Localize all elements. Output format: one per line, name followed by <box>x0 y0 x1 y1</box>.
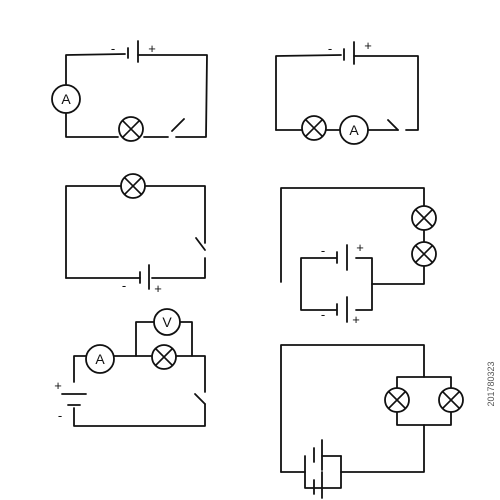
circuit-5-voltmeter-label: V <box>162 314 172 330</box>
circuit-2-switch <box>387 119 399 131</box>
circuit-6 <box>280 344 464 499</box>
circuit-3-plus-label: + <box>154 281 162 296</box>
circuit-5-minus-label: - <box>58 408 62 423</box>
circuit-5-plus-label: + <box>54 378 62 393</box>
circuit-4-battery-a-minus-label: - <box>321 243 325 258</box>
circuit-5-wire-bottom <box>73 403 206 427</box>
circuit-2-plus-label: + <box>364 38 372 53</box>
circuit-2-minus-label: - <box>328 41 332 56</box>
stock-id: 201780323 <box>486 361 496 406</box>
circuit-1-plus-label: + <box>148 41 156 56</box>
circuit-4-bulb-lower-cross <box>415 245 433 263</box>
circuit-2: A - + <box>275 38 419 145</box>
circuit-6-bulb-right-cross <box>442 391 460 409</box>
circuit-3-wire-top <box>65 185 206 279</box>
circuit-1: A - + <box>51 40 208 142</box>
circuit-5-wire-left <box>73 355 87 383</box>
circuit-1-wire-top-left <box>65 53 126 85</box>
circuit-6-wire-outer <box>280 344 425 473</box>
circuit-1-switch <box>171 118 185 132</box>
circuit-1-wire-top-right <box>137 54 208 138</box>
circuit-4-battery-b-minus-label: - <box>321 307 325 322</box>
circuit-5-switch <box>194 393 206 405</box>
circuit-5-ammeter-label: A <box>95 351 105 367</box>
circuit-2-ammeter <box>339 115 369 145</box>
circuit-3-minus-label: - <box>122 278 126 293</box>
circuit-2-bulb-cross <box>305 119 323 137</box>
circuit-6-battery-link <box>280 455 342 473</box>
circuit-1-ammeter <box>51 84 81 114</box>
circuit-1-ammeter-label: A <box>61 91 71 107</box>
circuit-4-battery-b-plus-label: + <box>352 312 360 327</box>
circuit-4-bulb-upper-cross <box>415 209 433 227</box>
circuit-2-ammeter-label: A <box>349 122 359 138</box>
circuit-3-wire-right-bottom <box>151 257 206 279</box>
circuit-4-parallel-frame <box>300 257 373 311</box>
circuit-3-bulb-cross <box>124 177 142 195</box>
circuit-5-voltmeter <box>153 308 181 336</box>
circuit-5-wire-mid <box>113 355 206 393</box>
circuit-6-battery-bracket <box>304 455 342 489</box>
circuit-5-ammeter <box>85 344 115 374</box>
circuit-4-battery-a-plus-label: + <box>356 240 364 255</box>
circuit-3-switch <box>195 237 206 251</box>
circuit-1-bulb-cross <box>122 120 140 138</box>
circuit-5-bulb-cross <box>155 348 173 366</box>
circuit-6-bulb-left-cross <box>388 391 406 409</box>
circuit-1-minus-label: - <box>111 41 115 56</box>
circuit-4-wire-outer <box>280 187 425 285</box>
circuit-5: V A + - <box>54 308 206 427</box>
circuit-2-wire-top-right <box>353 55 419 131</box>
circuit-4: - + - + <box>280 187 437 327</box>
circuit-2-wire-top-left <box>275 54 342 131</box>
circuit-3: - + <box>65 173 206 296</box>
circuit-1-wire-bottom <box>65 111 169 138</box>
circuit-5-voltmeter-branch <box>135 321 193 357</box>
